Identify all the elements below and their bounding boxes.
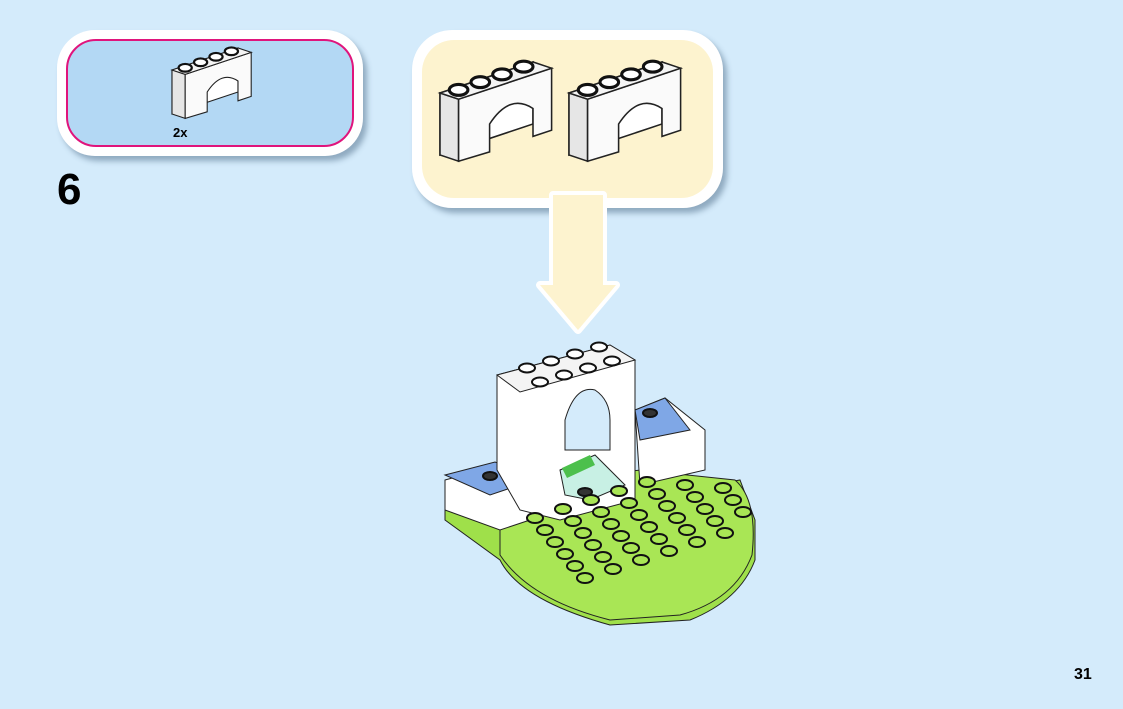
plate-stud (686, 491, 704, 503)
arch-brick-icon (567, 59, 683, 163)
plate-stud (696, 503, 714, 515)
plate-stud (660, 545, 678, 557)
plate-stud (678, 524, 696, 536)
plate-stud (724, 494, 742, 506)
plate-stud (668, 512, 686, 524)
plate-stud (602, 518, 620, 530)
plate-stud (638, 476, 656, 488)
plate-stud (604, 563, 622, 575)
plate-stud (676, 479, 694, 491)
page-number: 31 (1074, 666, 1092, 683)
plate-stud (632, 554, 650, 566)
plate-stud (582, 494, 600, 506)
plate-stud (658, 500, 676, 512)
plate-stud (650, 533, 668, 545)
plate-stud (566, 560, 584, 572)
plate-stud (610, 485, 628, 497)
plate-stud (688, 536, 706, 548)
plate-stud (574, 527, 592, 539)
plate-stud (526, 512, 544, 524)
plate-stud (716, 527, 734, 539)
plate-stud (564, 515, 582, 527)
plate-stud (706, 515, 724, 527)
plate-stud (584, 539, 602, 551)
arch-brick-icon (438, 59, 554, 163)
plate-stud (630, 509, 648, 521)
plate-stud (620, 497, 638, 509)
arch-brick-icon (170, 46, 253, 120)
plate-stud (576, 572, 594, 584)
plate-stud (714, 482, 732, 494)
plate-stud (734, 506, 752, 518)
plate-stud (612, 530, 630, 542)
plate-stud (592, 506, 610, 518)
plate-stud (546, 536, 564, 548)
step-number: 6 (57, 165, 82, 214)
plate-stud (556, 548, 574, 560)
model-assembly (443, 341, 756, 626)
plate-stud (554, 503, 572, 515)
plate-stud (648, 488, 666, 500)
plate-stud (640, 521, 658, 533)
plate-stud (594, 551, 612, 563)
plate-stud (622, 542, 640, 554)
down-arrow-icon (536, 191, 620, 334)
part-count: 2x (173, 125, 188, 140)
plate-stud (536, 524, 554, 536)
